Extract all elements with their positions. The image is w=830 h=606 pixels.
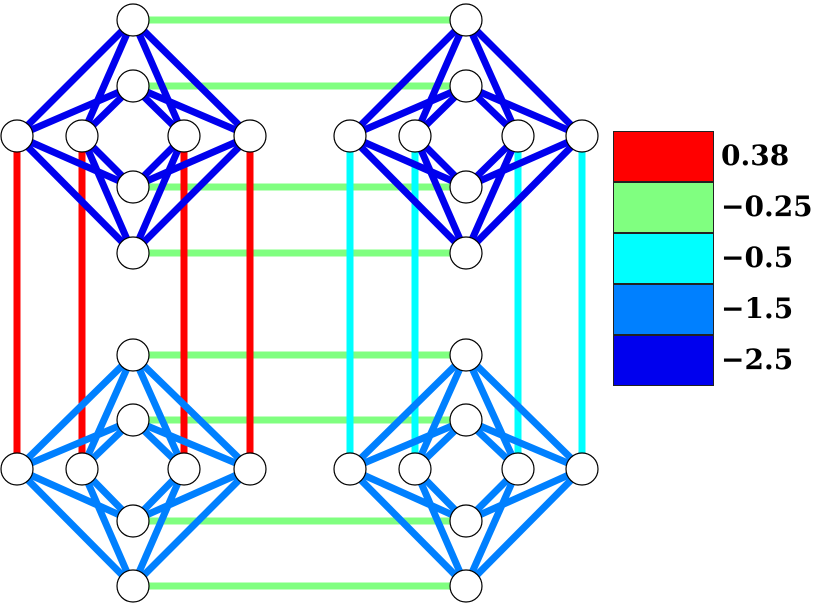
edge-bottom-left-he bbox=[129, 467, 188, 588]
edge-top-right-ad bbox=[411, 18, 470, 138]
edge-bottom-right-af bbox=[463, 352, 585, 472]
edge-bottom-right-gf bbox=[464, 465, 584, 525]
edge-top-right-gf bbox=[464, 132, 584, 191]
node-top-right-b bbox=[449, 69, 483, 103]
edge-top-left-gf bbox=[131, 132, 252, 191]
edge-bottom-left-af bbox=[130, 352, 253, 472]
node-bottom-left-f bbox=[233, 452, 267, 486]
legend-swatch-red bbox=[613, 131, 714, 182]
edge-bottom-left-hf bbox=[130, 466, 253, 589]
node-bottom-left-a bbox=[116, 338, 150, 372]
node-bottom-right-g bbox=[449, 504, 483, 538]
node-bottom-right-a bbox=[449, 338, 483, 372]
edge-layer bbox=[13, 16, 586, 590]
node-top-right-a bbox=[449, 3, 483, 37]
node-bottom-right-d bbox=[398, 452, 432, 486]
legend-swatch-blue bbox=[613, 335, 714, 386]
edge-top-left-ac bbox=[14, 17, 136, 139]
edge-top-left-gc bbox=[15, 132, 135, 191]
node-top-right-f bbox=[565, 119, 599, 153]
node-bottom-left-g bbox=[116, 504, 150, 538]
edge-top-right-af bbox=[463, 17, 585, 139]
edge-bottom-right-ad bbox=[411, 353, 470, 471]
edge-top-left-af bbox=[130, 17, 253, 139]
edge-bottom-left-ad bbox=[78, 353, 137, 471]
node-top-left-f bbox=[233, 119, 267, 153]
edge-top-left-ae bbox=[129, 18, 188, 138]
edge-bottom-right-gc bbox=[348, 465, 468, 525]
node-bottom-right-f bbox=[565, 452, 599, 486]
edge-top-left-hf bbox=[130, 133, 253, 256]
legend-label-3: −1.5 bbox=[721, 292, 794, 325]
edge-bottom-right-bf bbox=[464, 416, 584, 473]
node-top-left-b bbox=[116, 69, 150, 103]
edge-top-left-ad bbox=[78, 18, 137, 138]
node-layer bbox=[0, 3, 599, 603]
legend-label-1: −0.25 bbox=[721, 190, 813, 223]
legend-label-2: −0.5 bbox=[721, 241, 794, 274]
node-bottom-left-h bbox=[116, 569, 150, 603]
edge-top-right-hf bbox=[463, 133, 585, 256]
node-bottom-right-c bbox=[333, 452, 367, 486]
node-top-right-e bbox=[501, 119, 535, 153]
edge-bottom-right-hf bbox=[463, 466, 585, 589]
legend-row-3: −1.5 bbox=[613, 284, 830, 335]
edge-top-right-hc bbox=[347, 133, 469, 256]
node-bottom-left-e bbox=[167, 452, 201, 486]
edge-bottom-left-hc bbox=[14, 466, 136, 589]
edge-bottom-right-hd bbox=[411, 467, 470, 588]
edge-top-right-hd bbox=[411, 134, 470, 255]
node-top-left-a bbox=[116, 3, 150, 37]
edge-bottom-right-ae bbox=[462, 353, 522, 471]
legend-row-1: −0.25 bbox=[613, 182, 830, 233]
edge-bottom-right-hc bbox=[347, 466, 469, 589]
node-bottom-left-c bbox=[0, 452, 34, 486]
node-top-right-c bbox=[333, 119, 367, 153]
edge-top-right-gc bbox=[348, 132, 468, 191]
edge-top-right-bf bbox=[464, 82, 584, 140]
node-bottom-left-d bbox=[65, 452, 99, 486]
legend-swatch-azure bbox=[613, 284, 714, 335]
color-legend: 0.38 −0.25 −0.5 −1.5 −2.5 bbox=[613, 131, 830, 386]
edge-bottom-right-bc bbox=[348, 416, 468, 473]
edge-top-right-ac bbox=[347, 17, 469, 139]
edge-bottom-left-bc bbox=[15, 416, 135, 473]
node-top-right-h bbox=[449, 236, 483, 270]
edge-top-left-bc bbox=[15, 82, 135, 140]
legend-row-2: −0.5 bbox=[613, 233, 830, 284]
node-bottom-right-e bbox=[501, 452, 535, 486]
edge-bottom-left-ac bbox=[14, 352, 136, 472]
node-top-right-g bbox=[449, 170, 483, 204]
legend-swatch-green bbox=[613, 182, 714, 233]
edge-bottom-left-hd bbox=[78, 467, 137, 588]
node-top-right-d bbox=[398, 119, 432, 153]
edge-bottom-left-gc bbox=[15, 465, 135, 525]
node-top-left-c bbox=[0, 119, 34, 153]
edge-bottom-left-gf bbox=[131, 465, 252, 525]
legend-row-4: −2.5 bbox=[613, 335, 830, 386]
edge-top-left-hc bbox=[14, 133, 136, 256]
legend-row-0: 0.38 bbox=[613, 131, 830, 182]
edge-top-left-he bbox=[129, 134, 188, 255]
node-bottom-right-h bbox=[449, 569, 483, 603]
node-top-left-e bbox=[167, 119, 201, 153]
node-top-left-h bbox=[116, 236, 150, 270]
edge-bottom-left-bf bbox=[131, 416, 252, 473]
node-bottom-right-b bbox=[449, 403, 483, 437]
edge-top-left-bf bbox=[131, 82, 252, 140]
legend-swatch-cyan bbox=[613, 233, 714, 284]
edge-top-left-hd bbox=[78, 134, 137, 255]
edge-top-right-ae bbox=[462, 18, 522, 138]
edge-bottom-left-ae bbox=[129, 353, 188, 471]
node-top-left-d bbox=[65, 119, 99, 153]
legend-label-0: 0.38 bbox=[721, 139, 790, 172]
graph-diagram bbox=[0, 3, 599, 603]
node-top-left-g bbox=[116, 170, 150, 204]
edge-top-right-bc bbox=[348, 82, 468, 140]
edge-bottom-right-he bbox=[462, 467, 522, 588]
edge-bottom-right-ac bbox=[347, 352, 469, 472]
node-bottom-left-b bbox=[116, 403, 150, 437]
legend-label-4: −2.5 bbox=[721, 343, 794, 376]
edge-top-right-he bbox=[462, 134, 522, 255]
